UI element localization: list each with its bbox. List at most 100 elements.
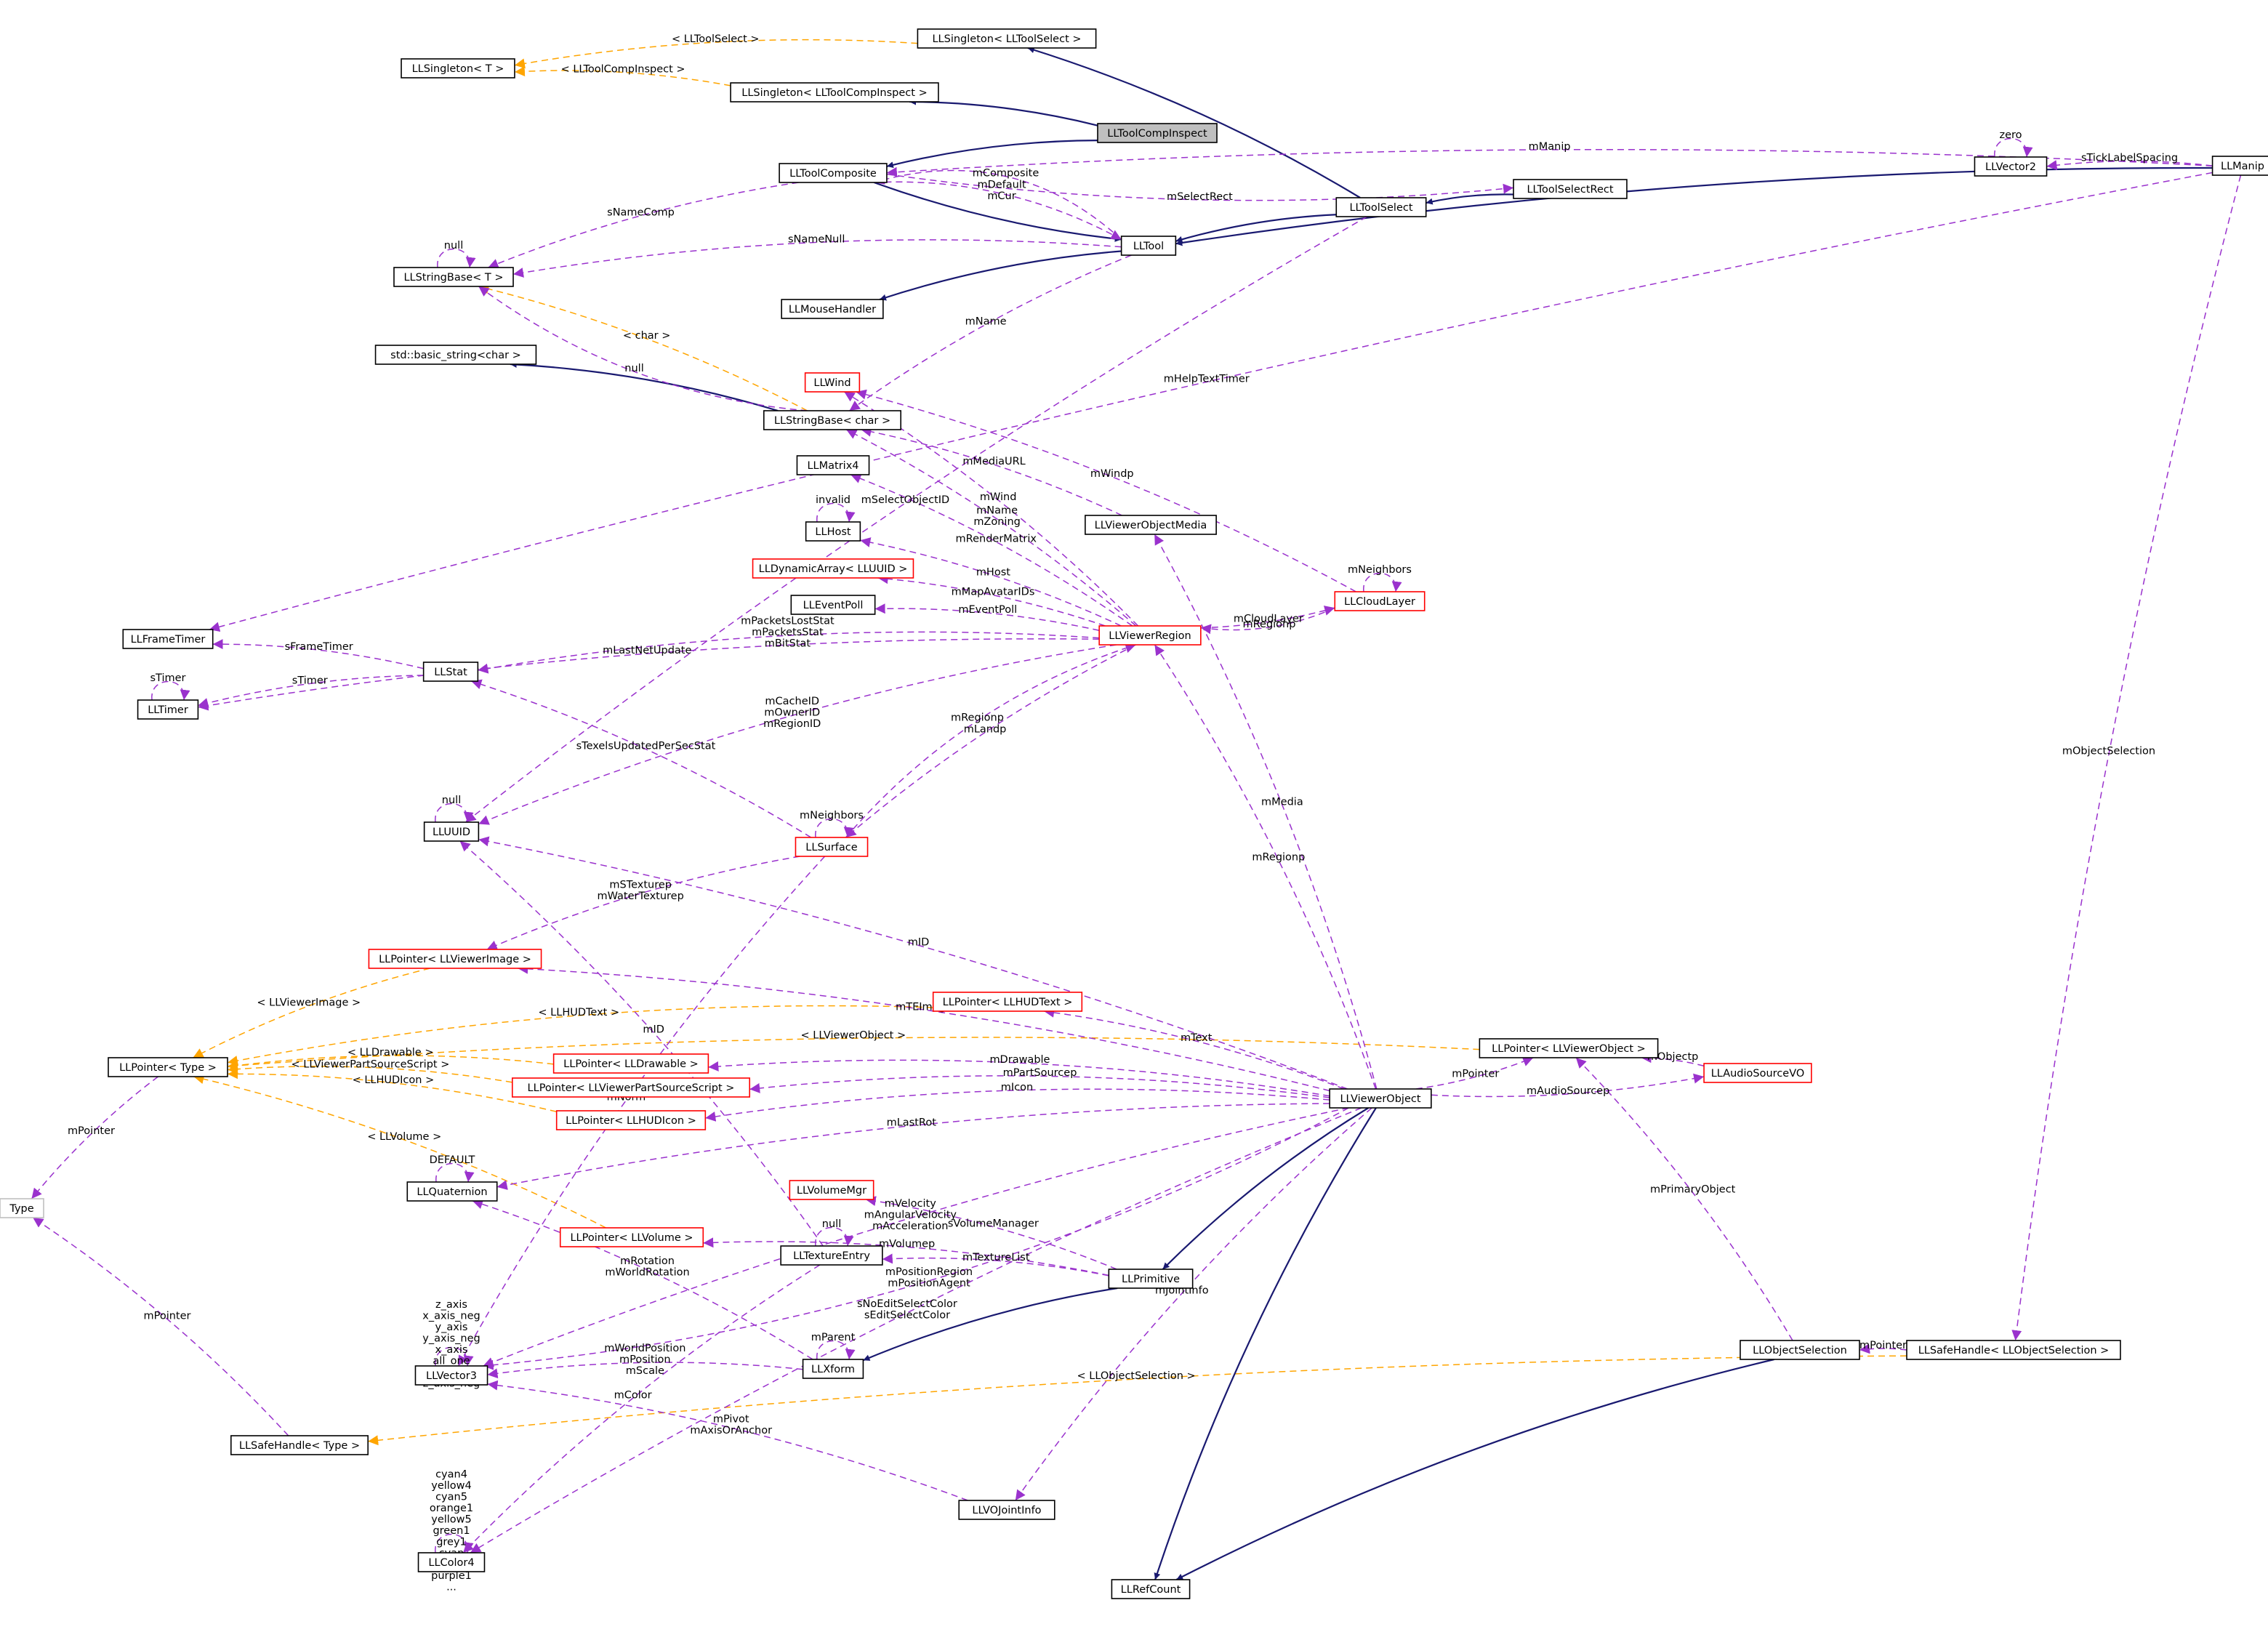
usage-edge (212, 639, 424, 670)
class-node[interactable]: LLTimer (137, 699, 199, 720)
class-node[interactable]: LLPointer< LLViewerImage > (368, 949, 542, 969)
edge-label: < LLToolCompInspect > (561, 64, 685, 76)
edge-label: mRegionp (951, 712, 1004, 724)
usage-edge (877, 574, 1106, 627)
class-node[interactable]: LLRefCount (1111, 1579, 1191, 1599)
class-node-box (108, 1057, 228, 1077)
class-node[interactable]: LLWind (804, 372, 861, 393)
usage-edge (518, 963, 1330, 1092)
edge-label: < LLDrawable > (347, 1047, 434, 1058)
class-node[interactable]: LLAudioSourceVO (1703, 1063, 1812, 1083)
class-node[interactable]: LLPrimitive (1108, 1269, 1194, 1289)
class-node[interactable]: LLToolCompInspect (1097, 123, 1218, 143)
class-node-label: LLPrimitive (1122, 1274, 1180, 1285)
class-node[interactable]: LLSurface (795, 837, 869, 857)
class-node[interactable]: LLTextureEntry (780, 1245, 883, 1266)
class-node[interactable]: LLUUID (423, 821, 480, 842)
class-node[interactable]: LLTool (1120, 236, 1177, 256)
class-node[interactable]: Type (0, 1198, 44, 1218)
class-node[interactable]: LLVector3 (414, 1365, 488, 1386)
class-node-box (1906, 1340, 2121, 1360)
class-node[interactable]: LLEventPoll (790, 595, 876, 615)
class-node-box (805, 521, 861, 542)
usage-edge (488, 182, 799, 269)
class-node[interactable]: LLSingleton< LLToolCompInspect > (730, 82, 939, 102)
class-node-label: LLSafeHandle< Type > (239, 1440, 360, 1452)
class-node-label: LLEventPoll (803, 600, 864, 611)
usage-edge (483, 1107, 1349, 1370)
class-node[interactable]: LLSafeHandle< Type > (230, 1435, 369, 1455)
edge-label: mPointer (143, 1310, 190, 1322)
class-node-box (423, 821, 480, 842)
class-node[interactable]: LLViewerObject (1329, 1088, 1432, 1109)
class-node[interactable]: LLPointer< LLHUDText > (932, 992, 1083, 1012)
template-edge (227, 1037, 1480, 1071)
class-node[interactable]: std::basic_string<char > (374, 345, 537, 365)
class-node[interactable]: LLViewerObjectMedia (1085, 515, 1217, 535)
class-node-label: LLQuaternion (417, 1186, 487, 1198)
class-node-label: LLUUID (433, 827, 470, 838)
class-node[interactable]: LLSingleton< T > (401, 58, 515, 79)
usage-edge (1044, 1007, 1345, 1090)
class-node-label: LLAudioSourceVO (1711, 1068, 1805, 1080)
class-node[interactable]: LLSafeHandle< LLObjectSelection > (1906, 1340, 2121, 1360)
class-node[interactable]: LLMouseHandler (781, 299, 884, 319)
class-node[interactable]: LLCloudLayer (1334, 591, 1425, 611)
class-node[interactable]: LLToolSelect (1335, 197, 1427, 217)
usage-edge (843, 391, 1139, 627)
class-node-label: LLToolCompInspect (1107, 128, 1207, 140)
class-node[interactable]: LLHost (805, 521, 861, 542)
edge-label: < LLObjectSelection > (1077, 1370, 1196, 1382)
class-node-box (2211, 156, 2268, 176)
class-node[interactable]: LLToolSelectRect (1513, 179, 1628, 199)
usage-edge (512, 239, 1122, 278)
class-node[interactable]: LLDynamicArray< LLUUID > (752, 558, 914, 579)
class-node[interactable]: LLPointer< Type > (108, 1057, 228, 1077)
class-node[interactable]: LLMatrix4 (796, 455, 870, 475)
class-node-label: LLVOJointInfo (972, 1505, 1041, 1516)
usage-edge (2011, 174, 2242, 1341)
usage-edge (1575, 1057, 1793, 1341)
class-node[interactable]: LLPointer< LLVolume > (559, 1227, 704, 1247)
class-node-label: LLMatrix4 (807, 460, 858, 472)
template-edge (478, 284, 808, 411)
class-node-box (0, 1198, 44, 1218)
class-node[interactable]: LLObjectSelection (1740, 1340, 1860, 1360)
inheritance-edge (1175, 214, 1337, 243)
class-node[interactable]: LLVector2 (1974, 156, 2048, 177)
class-node[interactable]: LLToolComposite (779, 163, 888, 183)
usage-edge (874, 169, 1122, 240)
class-node[interactable]: LLPointer< LLViewerPartSourceScript > (511, 1077, 751, 1098)
class-node[interactable]: LLPointer< LLViewerObject > (1479, 1038, 1659, 1058)
class-node[interactable]: LLVOJointInfo (958, 1500, 1055, 1520)
inheritance-edge (510, 361, 779, 412)
edge-label: sVolumeManager (948, 1218, 1039, 1230)
class-node-box (1513, 179, 1628, 199)
edge-label: mMedia (1261, 796, 1303, 808)
class-node[interactable]: LLPointer< LLHUDIcon > (555, 1110, 707, 1130)
usage-edge (882, 1253, 1109, 1277)
edge-label: mVolumep (879, 1238, 935, 1250)
class-node-label: LLColor4 (428, 1557, 474, 1569)
class-node[interactable]: LLPointer< LLDrawable > (552, 1053, 709, 1074)
edge-label: DEFAULT (430, 1154, 475, 1166)
class-node[interactable]: LLStringBase< T > (393, 267, 514, 287)
edge-label: mTextureList (962, 1252, 1030, 1263)
class-node[interactable]: LLViewerRegion (1098, 625, 1202, 646)
class-node-label: LLStringBase< char > (774, 415, 890, 427)
edge-label: mRenderMatrix (956, 533, 1037, 544)
class-node[interactable]: LLColor4 (417, 1552, 486, 1572)
class-node[interactable]: LLQuaternion (406, 1181, 498, 1202)
class-node[interactable]: LLSingleton< LLToolSelect > (917, 28, 1097, 49)
class-node[interactable]: LLXform (802, 1359, 864, 1379)
usage-edge (874, 181, 1122, 241)
class-node[interactable]: LLStat (422, 662, 479, 682)
class-node[interactable]: LLFrameTimer (122, 629, 214, 649)
class-node-box (958, 1500, 1055, 1520)
class-node[interactable]: LLVolumeMgr (789, 1180, 874, 1200)
edge-label: mPointer (68, 1125, 115, 1137)
class-node[interactable]: LLManip (2211, 156, 2268, 176)
class-node[interactable]: LLStringBase< char > (763, 410, 902, 430)
inheritance-edge (1027, 47, 1361, 198)
